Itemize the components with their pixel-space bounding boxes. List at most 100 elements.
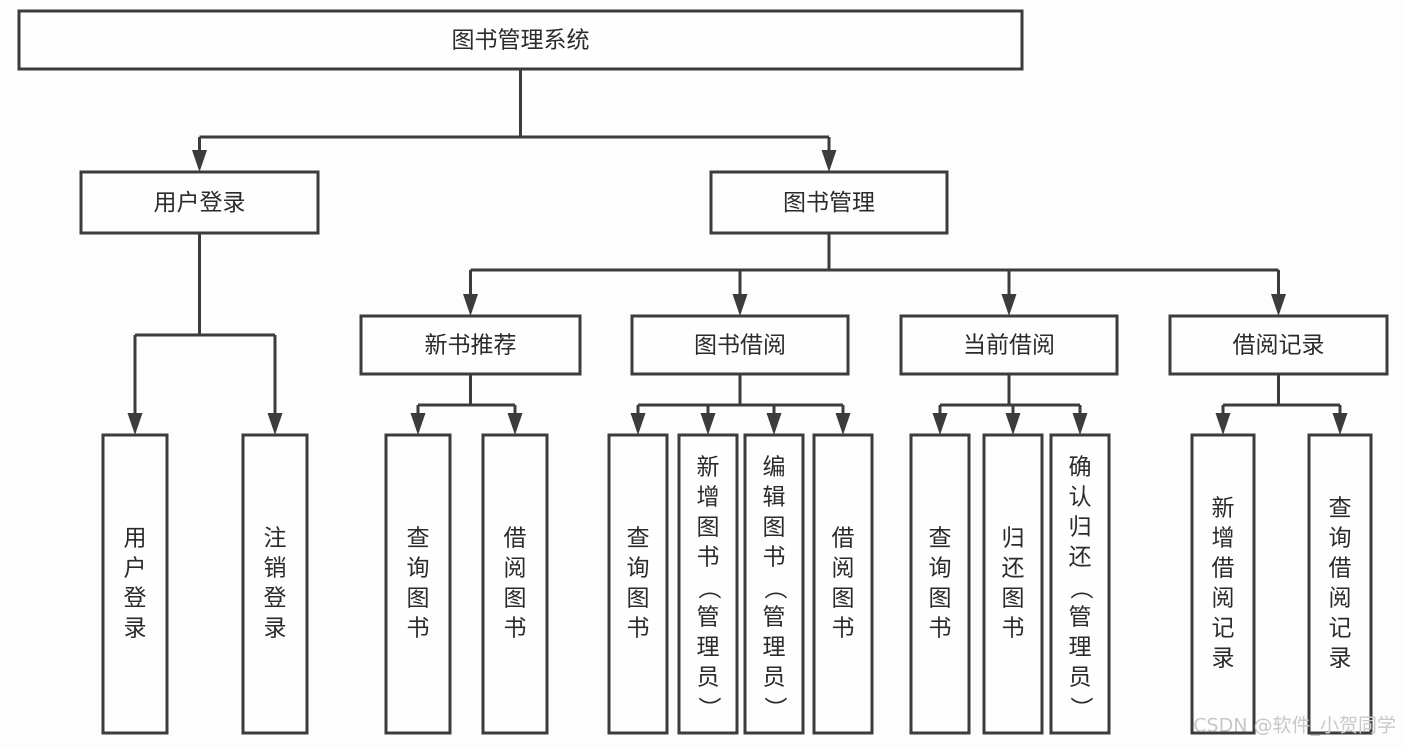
node-login[interactable]: 用户登录 — [79, 170, 320, 235]
arrow-head-icon — [766, 413, 782, 435]
arrow-head-icon — [192, 150, 207, 172]
node-records[interactable]: 借阅记录 — [1168, 314, 1389, 376]
node-box[interactable] — [743, 433, 805, 735]
node-label-char: 阅 — [1212, 586, 1235, 612]
connector-group-root — [192, 69, 837, 172]
arrow-head-icon — [463, 294, 478, 316]
node-label-char: 还 — [1002, 556, 1025, 582]
node-label-char: 借 — [504, 526, 527, 552]
node-box[interactable] — [1168, 314, 1389, 376]
node-leaf-login[interactable]: 用户登录 — [101, 433, 169, 735]
arrow-head-icon — [932, 413, 948, 435]
node-label-char: 图 — [763, 515, 786, 541]
node-label: 图书管理系统 — [452, 28, 590, 54]
node-box[interactable] — [384, 433, 452, 735]
node-label-char: （ — [1068, 577, 1094, 600]
node-label-char: 图 — [407, 586, 430, 612]
node-label-char: 编 — [763, 455, 786, 481]
node-label-char: 图 — [929, 586, 952, 612]
arrow-head-icon — [1072, 413, 1088, 435]
node-box[interactable] — [79, 170, 320, 235]
node-box[interactable] — [607, 433, 669, 735]
arrow-head-icon — [1001, 294, 1017, 316]
connector-group-bookmgmt — [463, 233, 1286, 316]
node-root[interactable]: 图书管理系统 — [17, 9, 1024, 71]
node-box[interactable] — [359, 314, 582, 376]
node-label-char: 阅 — [832, 556, 855, 582]
node-label-char: 阅 — [504, 556, 527, 582]
node-borrow[interactable]: 图书借阅 — [630, 314, 850, 376]
node-box[interactable] — [677, 433, 739, 735]
node-box[interactable] — [101, 433, 169, 735]
node-label-char: 借 — [832, 526, 855, 552]
node-label: 用户登录 — [154, 190, 246, 216]
node-label-char: 员 — [1069, 665, 1092, 691]
node-box[interactable] — [481, 433, 549, 735]
arrow-head-icon — [127, 413, 143, 435]
node-label-char: 询 — [627, 556, 650, 582]
node-current[interactable]: 当前借阅 — [899, 314, 1119, 376]
node-label-char: 注 — [264, 526, 287, 552]
arrow-head-icon — [732, 294, 748, 316]
node-label-char: 管 — [763, 605, 786, 631]
node-box[interactable] — [630, 314, 850, 376]
node-label-char: 询 — [407, 556, 430, 582]
node-label-char: 询 — [929, 556, 952, 582]
node-box[interactable] — [1307, 433, 1373, 735]
node-box[interactable] — [982, 433, 1044, 735]
node-bookmgmt[interactable]: 图书管理 — [709, 170, 949, 235]
node-newbook[interactable]: 新书推荐 — [359, 314, 582, 376]
node-label-char: 书 — [929, 616, 952, 642]
node-label-char: 书 — [1002, 616, 1025, 642]
node-box[interactable] — [1190, 433, 1256, 735]
node-label-char: 书 — [832, 616, 855, 642]
node-label-char: 认 — [1069, 485, 1092, 511]
node-label-char: 图 — [504, 586, 527, 612]
node-label-char: 还 — [1069, 545, 1092, 571]
node-label-char: ） — [696, 697, 722, 720]
node-box[interactable] — [909, 433, 971, 735]
node-box[interactable] — [241, 433, 309, 735]
node-label-char: 查 — [929, 526, 952, 552]
arrow-head-icon — [700, 413, 716, 435]
node-box[interactable] — [709, 170, 949, 235]
node-box[interactable] — [1049, 433, 1111, 735]
node-box[interactable] — [812, 433, 874, 735]
node-label-char: 销 — [264, 556, 287, 582]
node-label-char: 理 — [1069, 635, 1092, 661]
arrow-head-icon — [410, 413, 426, 435]
node-label-char: 归 — [1002, 526, 1025, 552]
arrow-head-icon — [1271, 294, 1286, 316]
connector-group-borrow — [630, 374, 851, 435]
node-label: 当前借阅 — [963, 333, 1055, 359]
node-label-char: 管 — [697, 605, 720, 631]
node-label-char: 录 — [1329, 646, 1352, 672]
node-label-char: 询 — [1329, 526, 1352, 552]
node-box[interactable] — [899, 314, 1119, 376]
node-label-char: 员 — [697, 665, 720, 691]
node-label-char: 图 — [832, 586, 855, 612]
node-label-char: 书 — [697, 545, 720, 571]
node-label-char: 记 — [1212, 616, 1235, 642]
connector-group-current — [932, 374, 1088, 435]
node-label-char: 增 — [697, 485, 720, 511]
node-layer: 图书管理系统用户登录图书管理新书推荐图书借阅当前借阅借阅记录用户登录注销登录查询… — [17, 9, 1389, 735]
node-label-char: 登 — [264, 586, 287, 612]
arrow-head-icon — [1215, 413, 1231, 435]
node-label-char: 图 — [627, 586, 650, 612]
node-label-char: （ — [762, 577, 788, 600]
node-box[interactable] — [17, 9, 1024, 71]
